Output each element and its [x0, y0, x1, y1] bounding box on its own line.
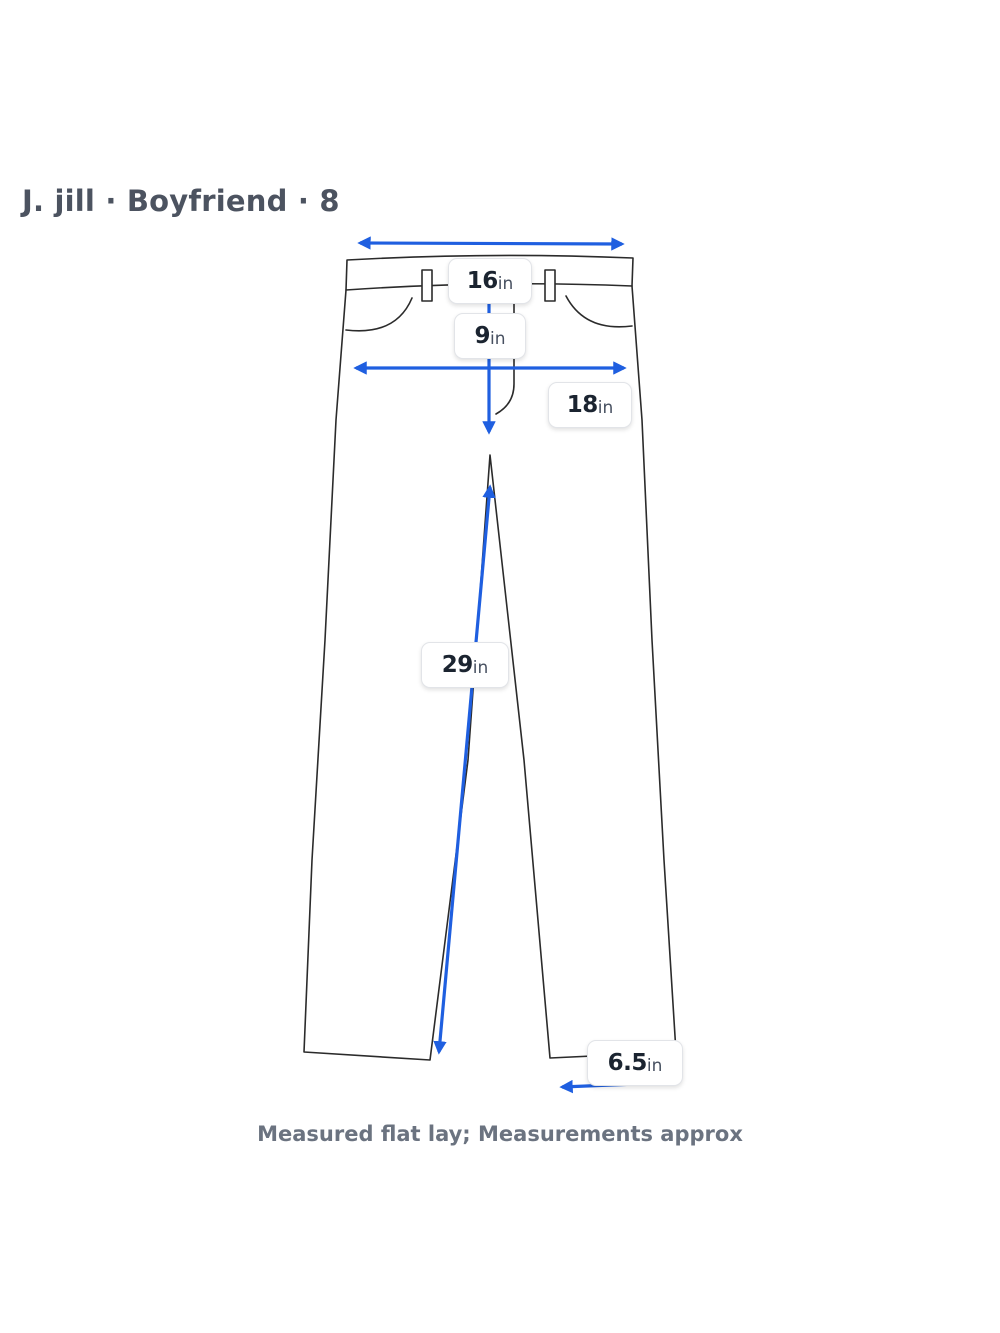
measurement-unit: in: [646, 1056, 663, 1076]
inseam-arrow: [433, 484, 496, 1055]
waist-arrow: [357, 236, 625, 251]
measurement-unit: in: [472, 658, 489, 678]
measurement-unit: in: [490, 329, 506, 349]
measurement-value: 6.5: [607, 1050, 648, 1076]
measurement-unit: in: [497, 274, 514, 294]
measurement-value: 16: [466, 268, 499, 294]
measurement-value: 29: [441, 652, 474, 678]
measurement-value: 9: [474, 323, 490, 349]
page-title: J. jill · Boyfriend · 8: [22, 184, 340, 218]
measurement-caption: Measured flat lay; Measurements approx: [257, 1122, 743, 1146]
measurement-unit: in: [597, 398, 614, 418]
measurement-value: 18: [566, 392, 599, 418]
